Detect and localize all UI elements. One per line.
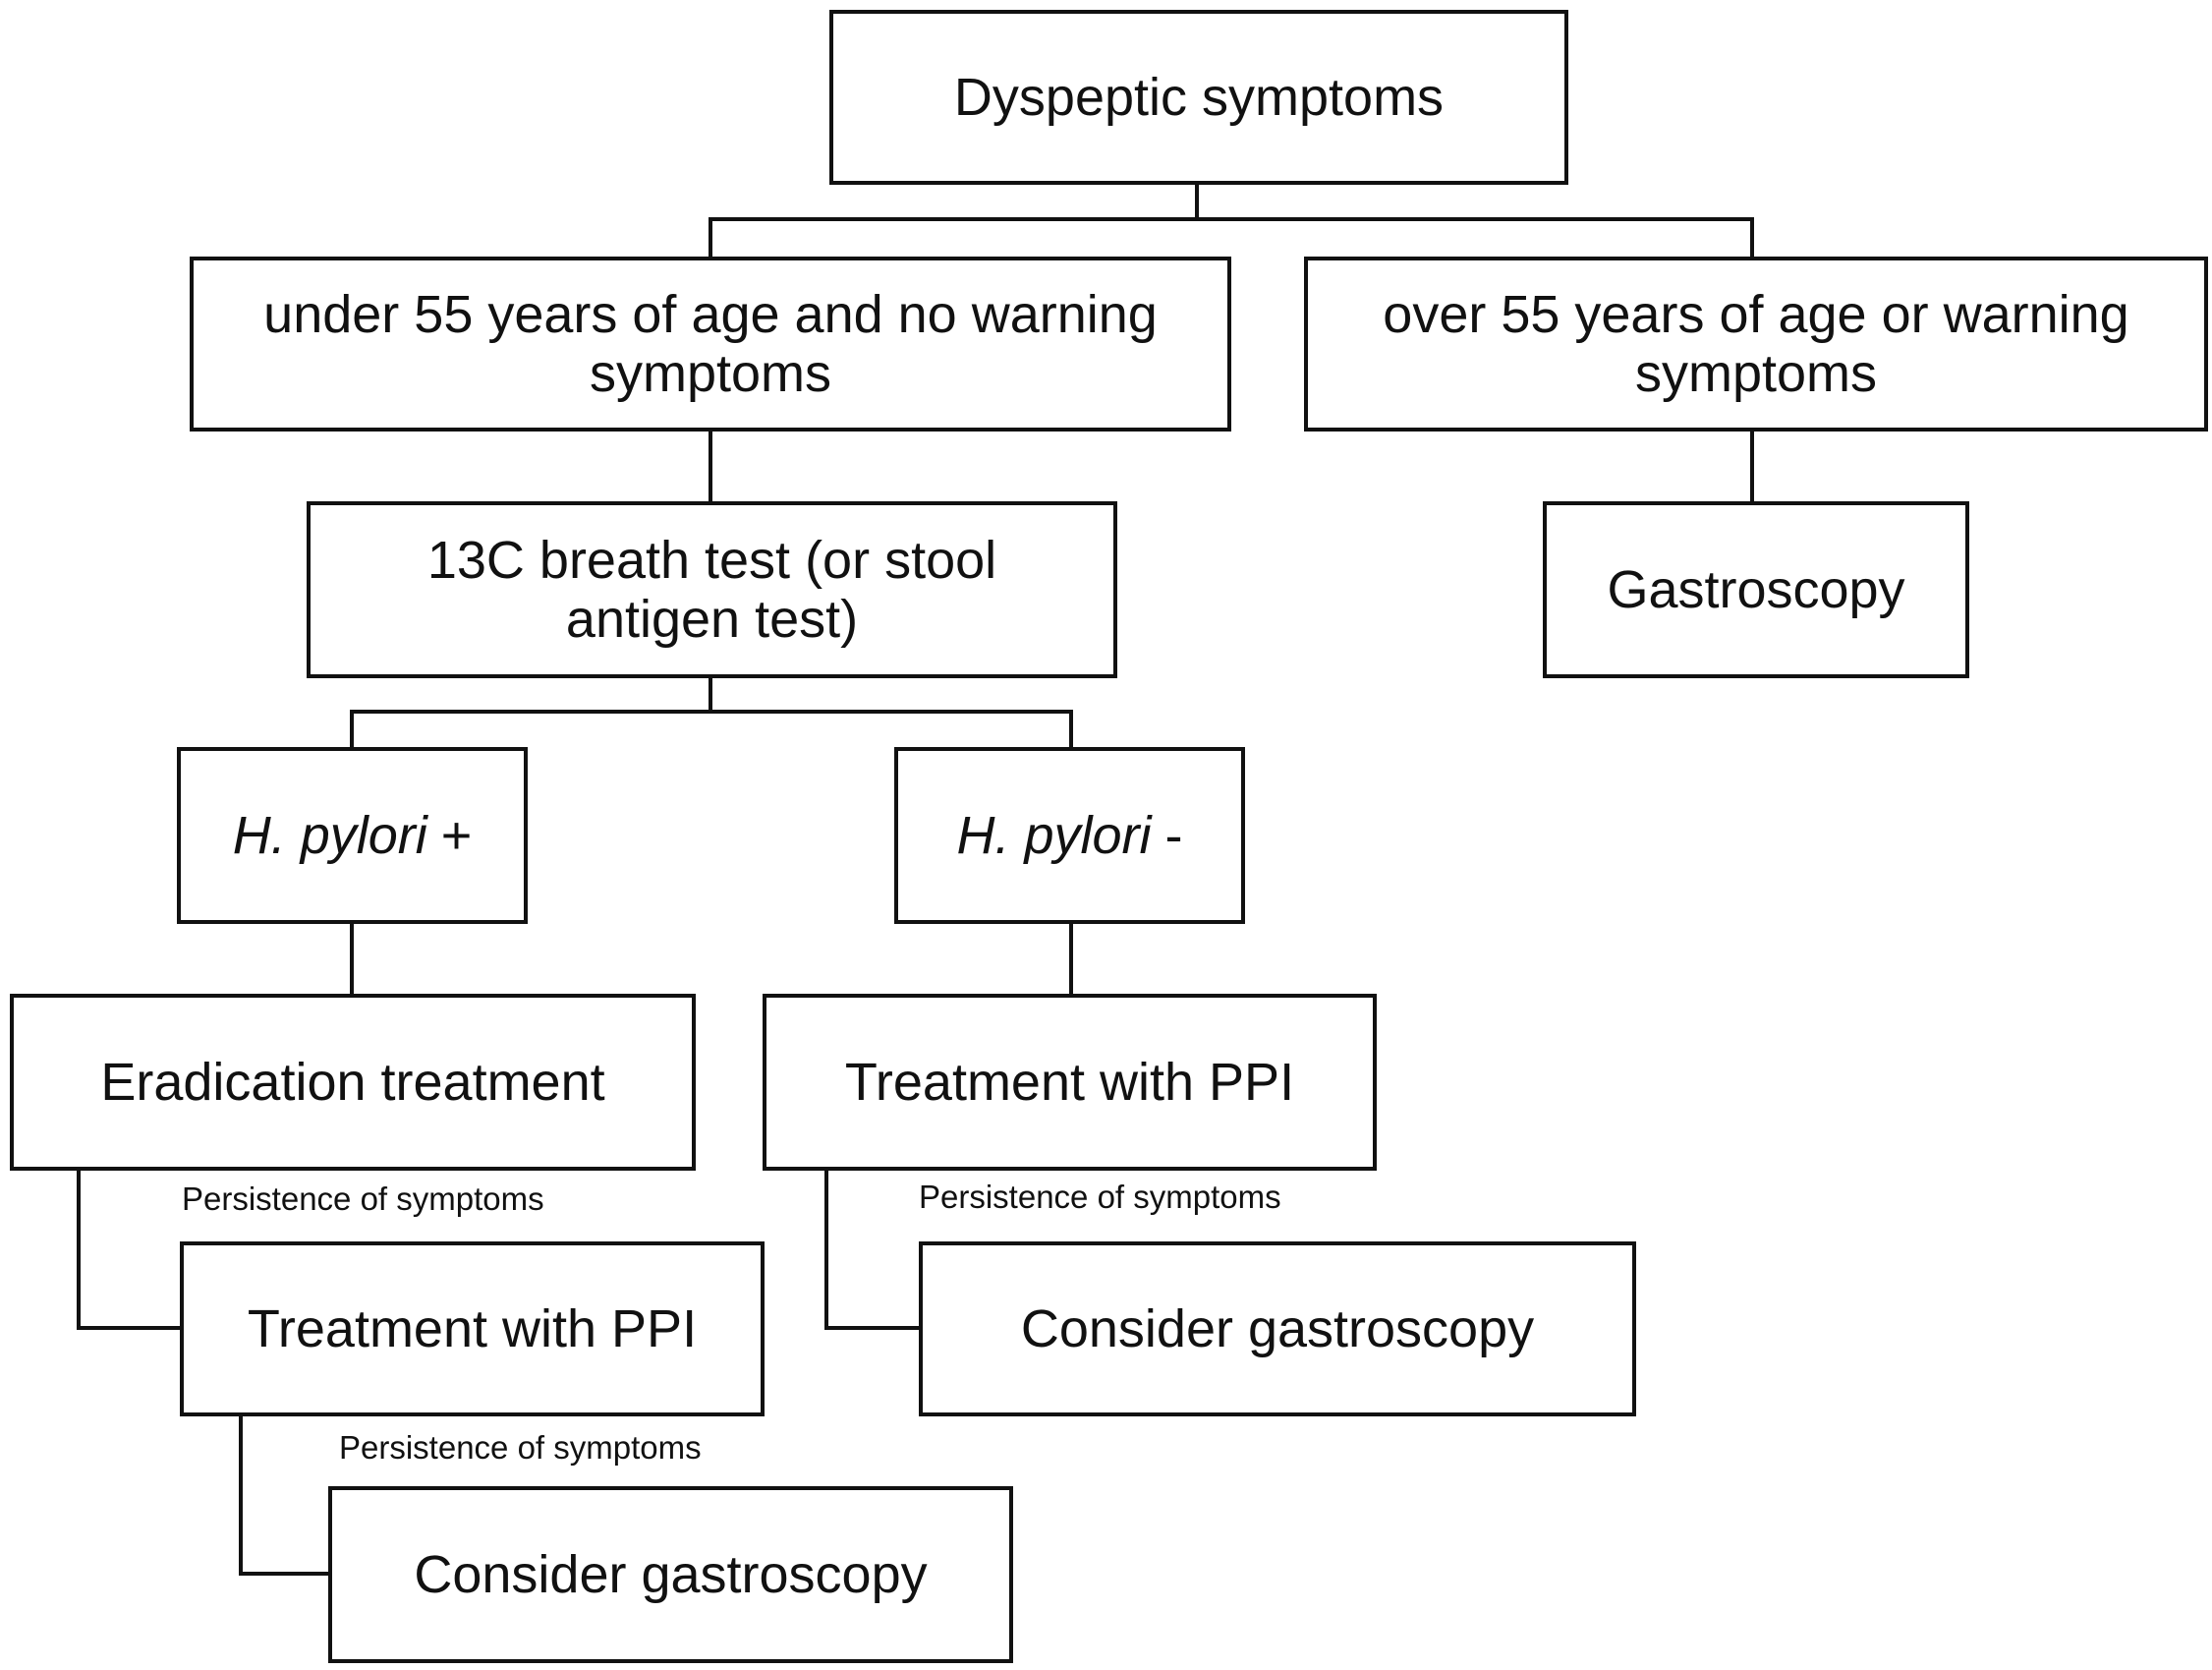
h-pylori-negative-box: H. pylori - [894,747,1245,924]
gastroscopy-box: Gastroscopy [1543,501,1969,678]
h-pylori-positive-box: H. pylori + [177,747,528,924]
under-55-box: under 55 years of age and no warning sym… [190,257,1231,432]
organism-name: H. pylori [232,805,427,865]
eradication-treatment-box: Eradication treatment [10,994,696,1171]
dyspeptic-symptoms-box: Dyspeptic symptoms [829,10,1568,185]
connector-breath-split [350,676,1073,749]
box-label-line2: symptoms [1634,344,1878,403]
connector-ppi-consider-right [824,1169,921,1330]
result-sign: - [1164,805,1183,865]
consider-gastroscopy-right-box: Consider gastroscopy [919,1241,1636,1416]
box-label: Gastroscopy [1607,559,1905,619]
box-label-line2: symptoms [589,344,832,403]
box-label: Consider gastroscopy [1020,1298,1535,1358]
connector-eradication-ppi [77,1169,182,1330]
box-label: Treatment with PPI [844,1052,1295,1112]
box-label-line1: 13C breath test (or stool [426,530,997,590]
breath-test-box: 13C breath test (or stool antigen test) [307,501,1117,678]
box-label: Treatment with PPI [247,1298,698,1358]
persistence-note-1: Persistence of symptoms [182,1181,544,1217]
treatment-ppi-left-box: Treatment with PPI [180,1241,765,1416]
box-label: Dyspeptic symptoms [953,67,1445,127]
box-label: Eradication treatment [100,1052,605,1112]
result-sign: + [440,805,473,865]
box-label: Consider gastroscopy [414,1544,928,1604]
box-label-line1: under 55 years of age and no warning [263,284,1158,344]
organism-name: H. pylori [956,805,1152,865]
consider-gastroscopy-left-box: Consider gastroscopy [328,1486,1013,1663]
connector-ppi-consider-left [239,1413,330,1576]
connector-root-split [709,183,1754,259]
persistence-note-3: Persistence of symptoms [339,1429,702,1466]
box-label-line2: antigen test) [565,590,859,649]
treatment-ppi-right-box: Treatment with PPI [763,994,1377,1171]
over-55-box: over 55 years of age or warning symptoms [1304,257,2208,432]
persistence-note-2: Persistence of symptoms [919,1179,1281,1215]
box-label-line1: over 55 years of age or warning [1383,284,2129,344]
